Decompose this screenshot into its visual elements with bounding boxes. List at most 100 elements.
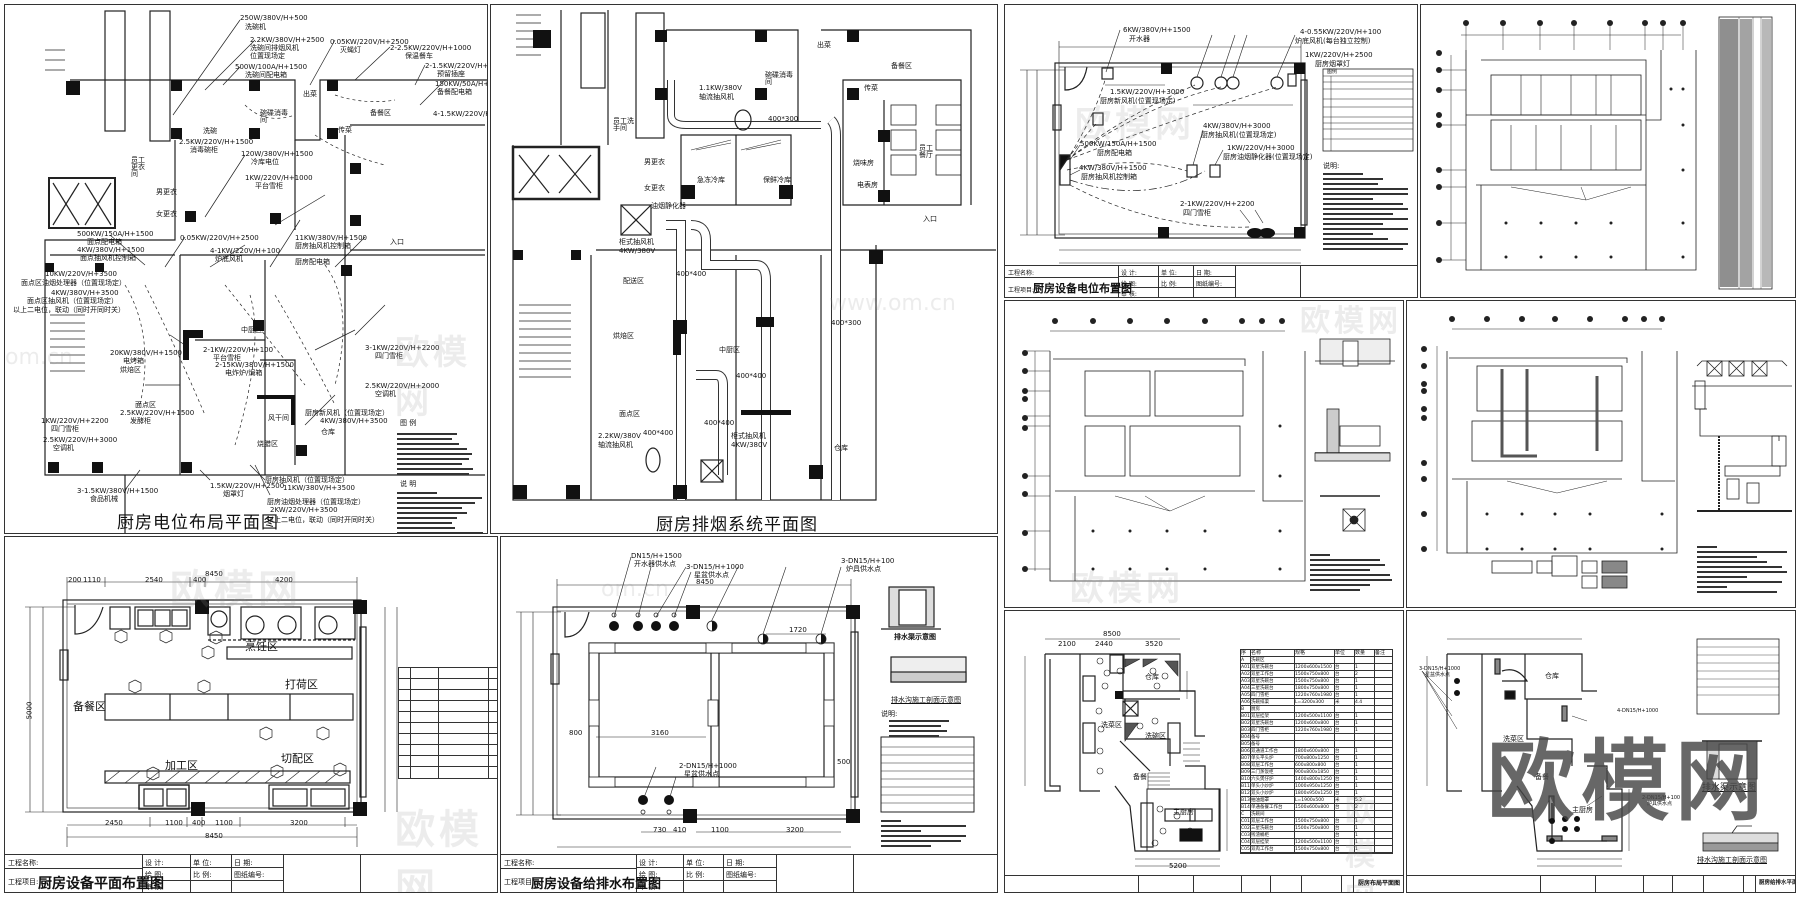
label-serving-area: 备餐区 bbox=[370, 109, 391, 117]
label-dry-room: 风干间 bbox=[268, 414, 289, 422]
label-pastry-fan: 面点区抽风机（位置现场定） bbox=[27, 297, 118, 305]
review-label: 审 核: bbox=[639, 883, 658, 891]
col-header-unit: 单位 bbox=[1335, 650, 1355, 656]
title-block: 厨房布局平面图 bbox=[1005, 875, 1403, 892]
zone-serving: 备餐区 bbox=[73, 700, 106, 713]
label-ac-2: 空调机 bbox=[375, 390, 396, 398]
table-cell: 单通备餐工作台 bbox=[1251, 804, 1295, 810]
label-counter-fridge: 平台雪柜 bbox=[213, 354, 241, 362]
table-cell: 1500x750x800 bbox=[1295, 825, 1335, 831]
table-cell: 1500x600x800 bbox=[1295, 804, 1335, 810]
table-cell bbox=[1375, 776, 1392, 782]
dim-bottom-2: 1100 bbox=[165, 819, 183, 827]
drawing-title: 厨房给排水平面图 bbox=[1759, 880, 1795, 886]
label-oven: 电烤箱 bbox=[123, 357, 144, 365]
label-boiler: 开水器 bbox=[1129, 35, 1150, 43]
label-linked-note-2: 以上二电位，联动（同时开同时关） bbox=[267, 516, 379, 524]
legend-text-lines bbox=[397, 430, 477, 478]
table-cell: 六头煲仔炉 bbox=[1251, 776, 1295, 782]
design-label: 设 计: bbox=[639, 859, 658, 867]
label-baking-area: 烘焙区 bbox=[613, 332, 634, 340]
label-cabinet-fan-power: 4KW/380V bbox=[619, 247, 656, 255]
drawing-title: 厨房布局平面图 bbox=[1358, 880, 1401, 887]
dim-overall: 8450 bbox=[696, 578, 714, 586]
table-cell: 四门雪柜 bbox=[1251, 727, 1295, 733]
equipment-plan-drawing bbox=[25, 577, 398, 847]
table-cell bbox=[1375, 699, 1392, 705]
table-cell: 台 bbox=[1335, 713, 1355, 719]
col-header-remark: 备注 bbox=[1375, 650, 1386, 656]
label-warming-cart-power: 2-2.5KW/220V/H+1000 bbox=[390, 44, 472, 52]
col-header-name: 名称 bbox=[1251, 650, 1295, 656]
watermark: 欧模网 bbox=[1300, 304, 1402, 339]
table-cell: 1 bbox=[1355, 776, 1375, 782]
label-fresh-cold: 保鲜冷库 bbox=[763, 176, 791, 184]
sheet-kitchen-water-supply-drainage: DN15/H+1500 开水器供水点 3-DN15/H+1000 星盆供水点 3… bbox=[500, 536, 998, 893]
notes-text-lines bbox=[1323, 170, 1413, 253]
dim-overall-width: 8500 bbox=[1103, 630, 1121, 638]
label-4door-fridge-2: 四门雪柜 bbox=[375, 352, 403, 360]
label-chinese-kitchen: 中厨区 bbox=[719, 346, 740, 354]
table-cell: 台 bbox=[1335, 769, 1355, 775]
table-cell: 1 bbox=[1355, 846, 1375, 852]
label-4door-fridge: 四门雪柜 bbox=[51, 425, 79, 433]
table-cell: L=1900x500 bbox=[1295, 797, 1335, 803]
table-cell: B06 bbox=[1241, 748, 1251, 754]
label-dish-panel-power: 500W/100A/H+1500 bbox=[235, 63, 308, 71]
table-cell: 1 bbox=[1355, 692, 1375, 698]
label-exhaust-fan-power: 2.2KW/380V/H+2500 bbox=[250, 36, 325, 44]
table-cell: 洗碗区 bbox=[1251, 657, 1295, 663]
table-cell: 2 bbox=[1355, 804, 1375, 810]
table-cell bbox=[1375, 755, 1392, 761]
label-food-machine: 食品机械 bbox=[90, 495, 118, 503]
label-fresh-air: 厨房新风机(位置现场定) bbox=[1100, 97, 1176, 105]
label-kitchen-oil-proc: 厨房油烟处理器（位置现场定） bbox=[267, 498, 365, 506]
table-cell bbox=[1355, 706, 1375, 712]
table-cell bbox=[1335, 741, 1355, 747]
unit-label: 单 位: bbox=[193, 859, 212, 867]
label-serving-area: 备餐区 bbox=[891, 62, 912, 70]
table-cell: B05 bbox=[1241, 741, 1251, 747]
label-kitchen-fan-ctrl: 厨房抽风机控制箱 bbox=[295, 242, 351, 250]
duct-size-4: 400*400 bbox=[704, 419, 735, 427]
table-cell: 台 bbox=[1335, 664, 1355, 670]
dim-top-3: 2540 bbox=[145, 576, 163, 584]
label-ac: 空调机 bbox=[53, 444, 74, 452]
table-cell bbox=[1335, 657, 1355, 663]
label-fresh-air-power: 1.5KW/220V/H+3000 bbox=[1110, 88, 1185, 96]
label-stove-supply: 炉具供水点 bbox=[846, 565, 881, 573]
table-cell: A06 bbox=[1241, 699, 1251, 705]
drawing-no-label: 图纸编号: bbox=[1196, 281, 1223, 288]
notes-text-lines bbox=[1310, 551, 1400, 594]
table-cell: C05 bbox=[1241, 846, 1251, 852]
table-cell bbox=[1355, 811, 1375, 817]
water-plan-drawing bbox=[516, 556, 975, 848]
dim-overall-left: 5000 bbox=[25, 701, 34, 720]
label-dish-sterilize: 碗碟消毒间 bbox=[260, 109, 288, 124]
table-cell: 台 bbox=[1335, 685, 1355, 691]
table-cell: 三门蒸饭柜 bbox=[1251, 769, 1295, 775]
table-cell: B04 bbox=[1241, 734, 1251, 740]
table-cell bbox=[1375, 734, 1392, 740]
label-exhaust-fan: 洗碗间排烟风机 bbox=[250, 44, 299, 52]
dim-bottom-1: 2450 bbox=[105, 819, 123, 827]
table-cell: 1 bbox=[1355, 762, 1375, 768]
kitchen-layout-drawing bbox=[1024, 638, 1228, 867]
label-boiler-supply-spec: DN15/H+1500 bbox=[631, 552, 682, 560]
table-cell bbox=[1375, 678, 1392, 684]
table-cell bbox=[1355, 734, 1375, 740]
label-axial-fan-power: 1.1KW/380V bbox=[699, 84, 742, 92]
duct-size-5: 400*300 bbox=[831, 319, 862, 327]
label-dishwash-area: 洗碗区 bbox=[1145, 732, 1166, 740]
label-fryer: 电炸炉/焗箱 bbox=[225, 369, 263, 377]
legend-heading: 图例 bbox=[1327, 69, 1338, 75]
drawing-no-label: 图纸编号: bbox=[234, 871, 265, 879]
table-cell: B02 bbox=[1241, 720, 1251, 726]
label-main-kitchen: 主厨房 bbox=[1173, 808, 1194, 816]
